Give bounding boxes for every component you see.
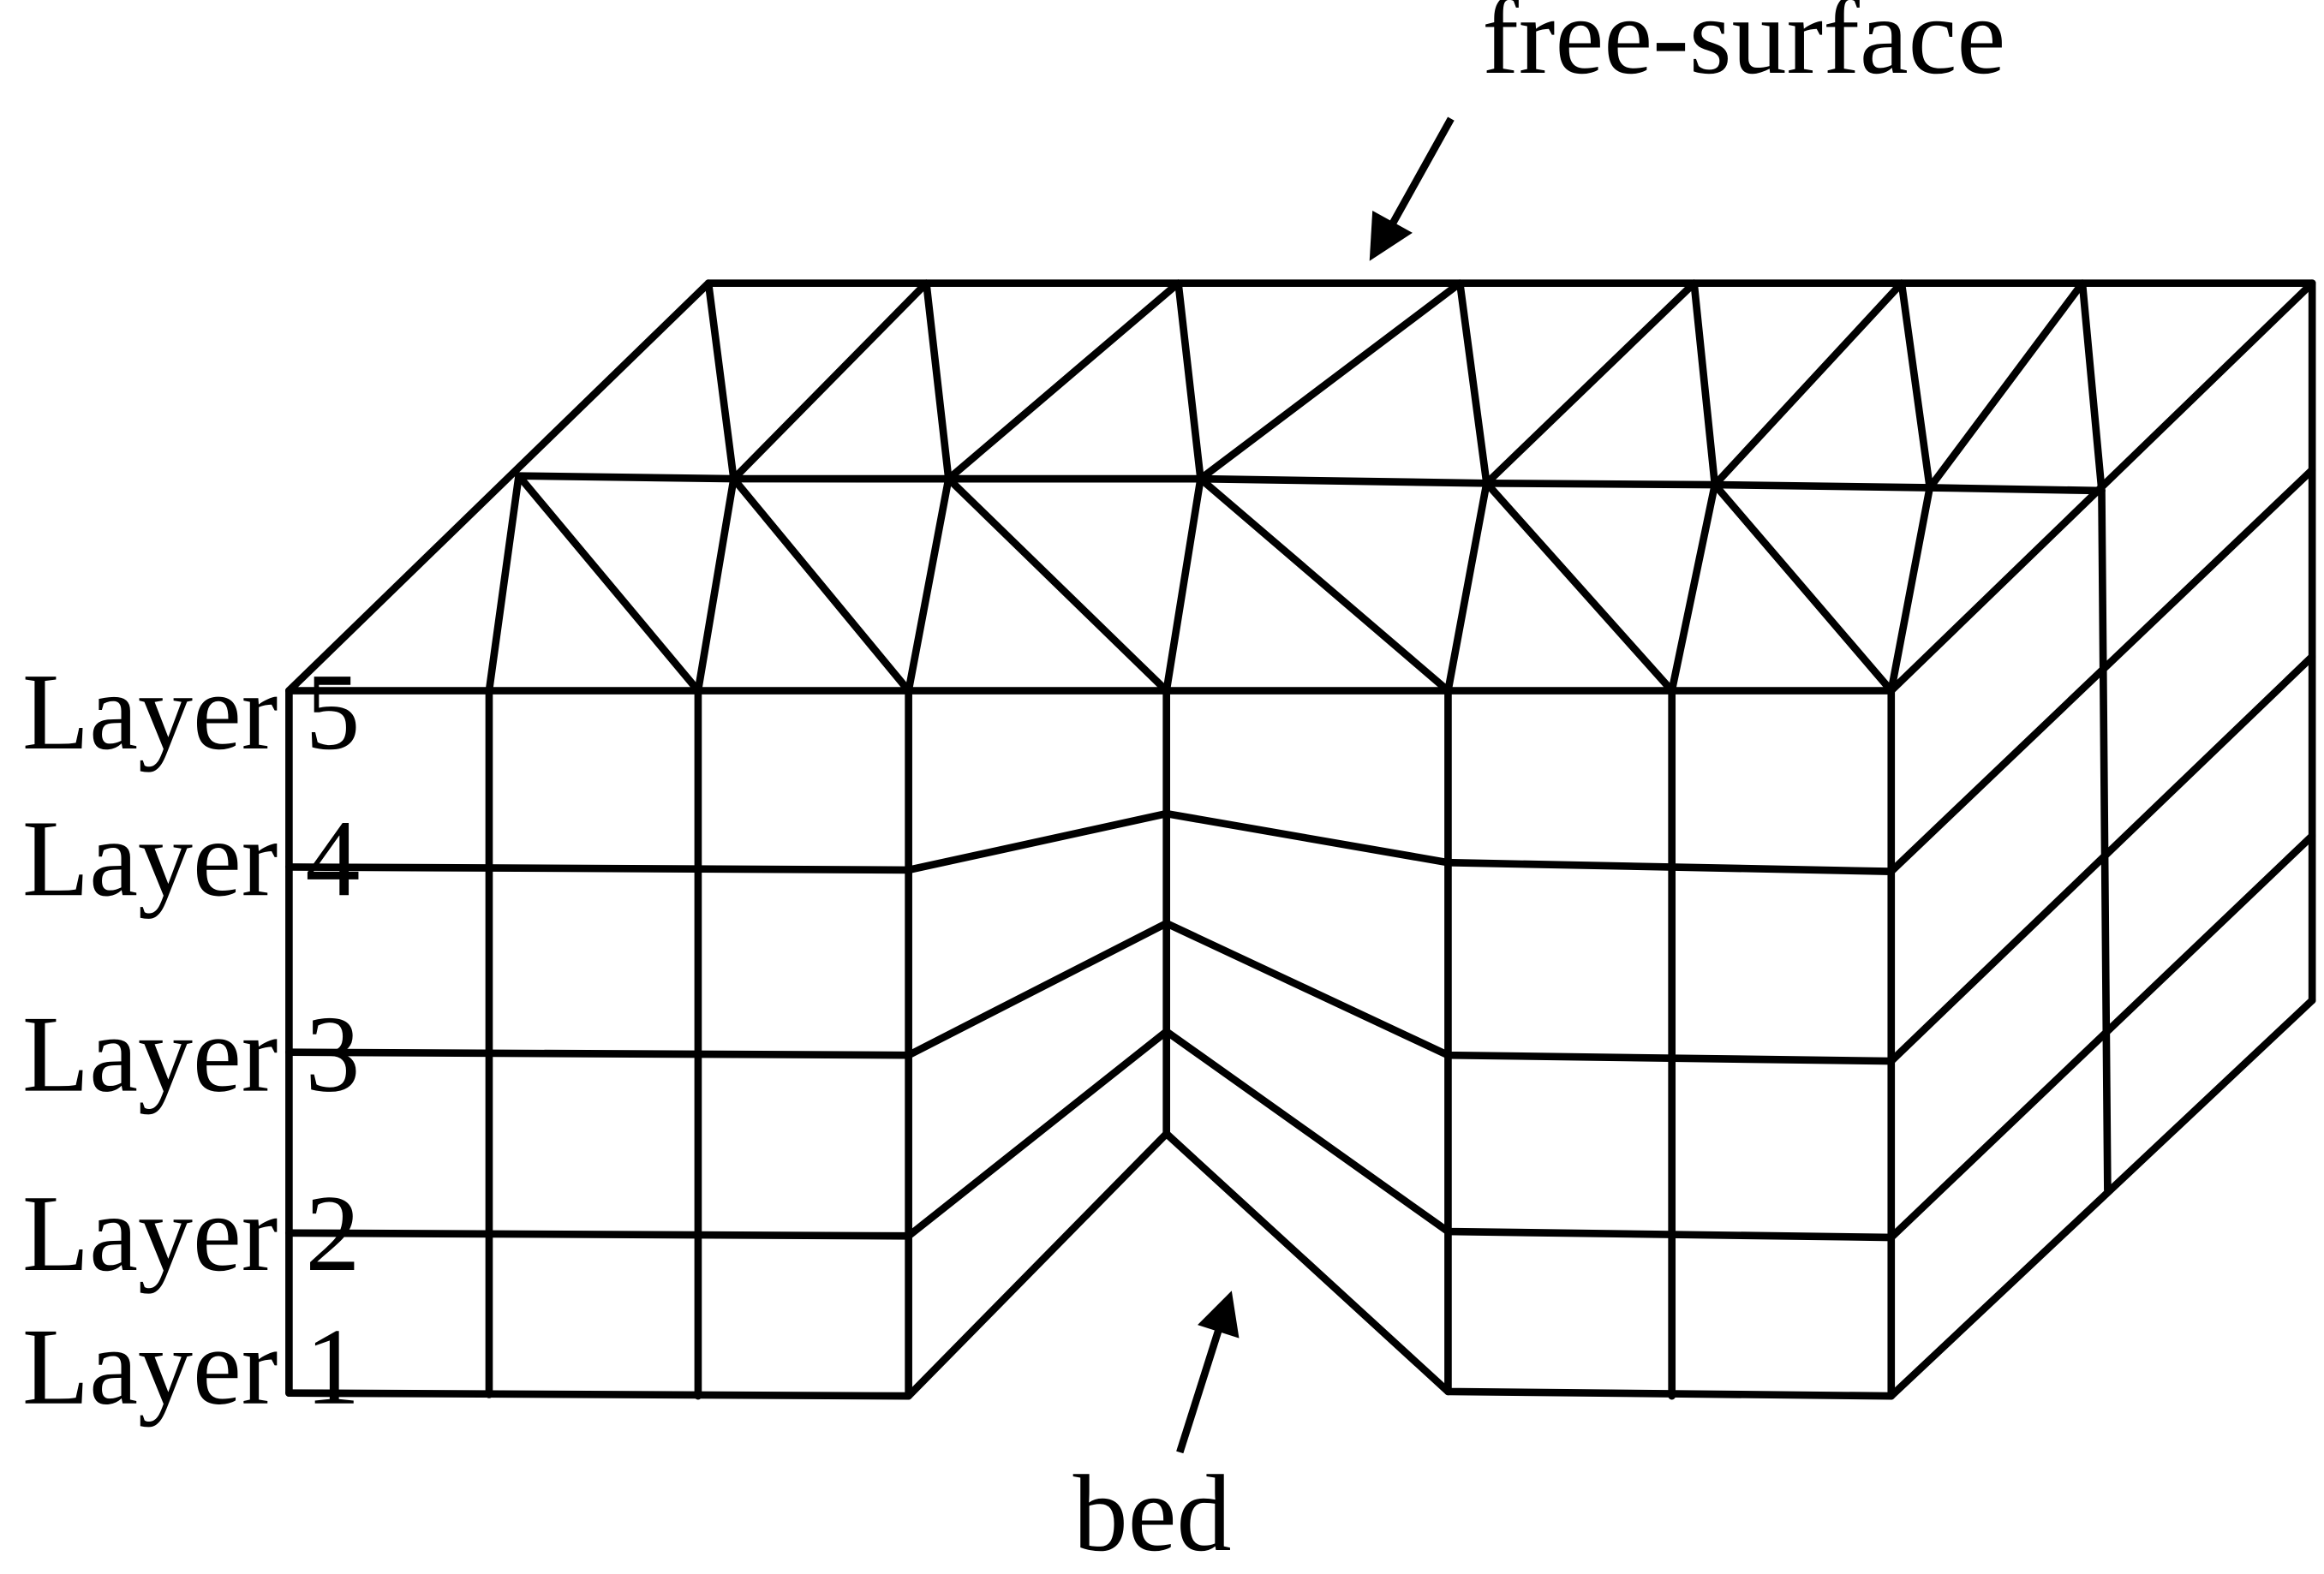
top-middle-edge (515, 472, 2106, 495)
top-left-edge (285, 279, 713, 695)
layer-line-3 (285, 919, 1896, 1065)
layer-line-4 (285, 809, 1896, 875)
bed-line (285, 1130, 1896, 1400)
front-face-mesh (285, 687, 1896, 1400)
free-surface-mesh (285, 279, 2316, 695)
bed-label: bed (1073, 1452, 1232, 1574)
bed-arrow (1176, 1291, 1240, 1454)
free-surface-label: free-surface (1482, 0, 2005, 97)
layer-label-4: Layer 4 (22, 797, 361, 919)
layer-label-1: Layer 1 (22, 1306, 361, 1428)
free-surface-arrow (1369, 116, 1455, 261)
layer-label-5: Layer 5 (22, 651, 361, 772)
right-face-mesh (1887, 279, 2316, 1400)
layer-label-2: Layer 2 (22, 1172, 361, 1294)
layer-label-3: Layer 3 (22, 993, 361, 1115)
right-mid-vertical (2098, 486, 2112, 1194)
